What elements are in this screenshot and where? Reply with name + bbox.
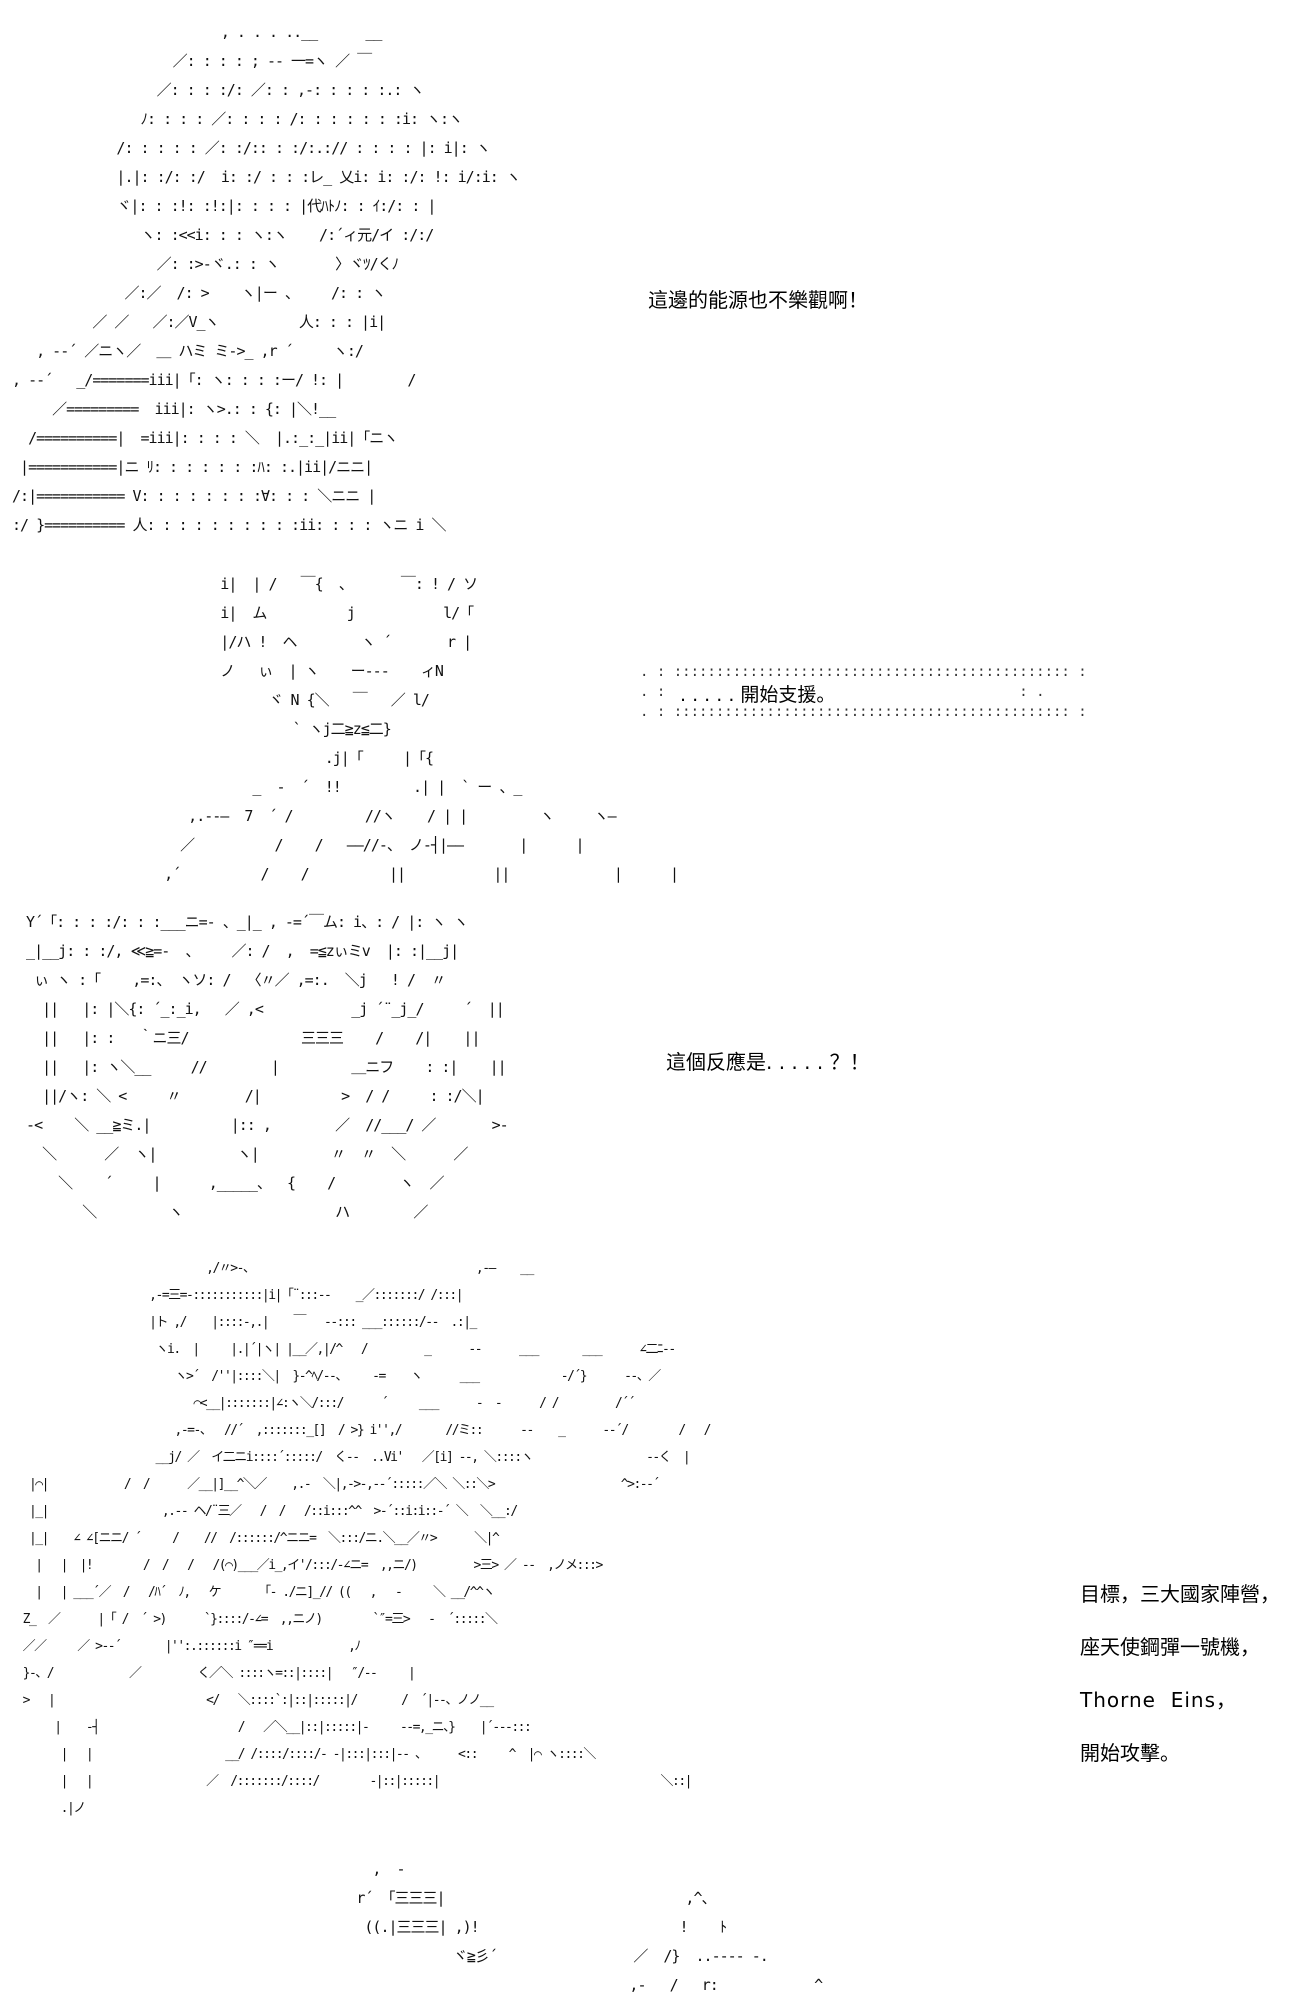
dialogue-line-4a: 目標，三大國家陣營， xyxy=(1080,1582,1280,1606)
dialogue-line-4b: 座天使鋼彈一號機， xyxy=(1080,1635,1260,1659)
ascii-art-mobile-suit: ,/〃>‐、 ,-― __ ,-=三=-:::::::::::|i|「¨:::‐… xyxy=(22,1261,712,1816)
dialogue-line-1: 這邊的能源也不樂觀啊！ xyxy=(648,288,868,312)
ascii-art-character-3: Y´「: : : :/: : :___ニ=- 、_|_ , -=´￣ム: i、:… xyxy=(26,913,509,1221)
ascii-art-character-5: , - r´ 「三三三| ,^、 ((.|三三三| ,)! ! ﾄ ヾ≧彡´ ／… xyxy=(356,1860,823,1994)
dialogue-line-4d: 開始攻擊。 xyxy=(1080,1741,1180,1765)
ascii-art-character-2: i| | / ￣{ 、 ￣: ! / ソ i| ム j l/「 |/ハ ! ヘ … xyxy=(164,575,679,883)
dialogue-block-4: 目標，三大國家陣營， 座天使鋼彈一號機， Thorne Eins， 開始攻擊。 xyxy=(1080,1582,1280,1794)
dialogue-line-2: . . . . . 開始支援。 xyxy=(680,684,836,706)
dialogue-box-border: . : ::::::::::::::::::::::::::::::::::::… xyxy=(640,664,1087,720)
dialogue-line-4c: Thorne Eins， xyxy=(1080,1688,1237,1712)
dialogue-line-3: 這個反應是. . . . . ？！ xyxy=(666,1050,870,1074)
ascii-art-character-1: , . . . ..__ __ ／: : : : ; -‐ 一=ヽ ／ ￣ ／:… xyxy=(12,23,521,534)
